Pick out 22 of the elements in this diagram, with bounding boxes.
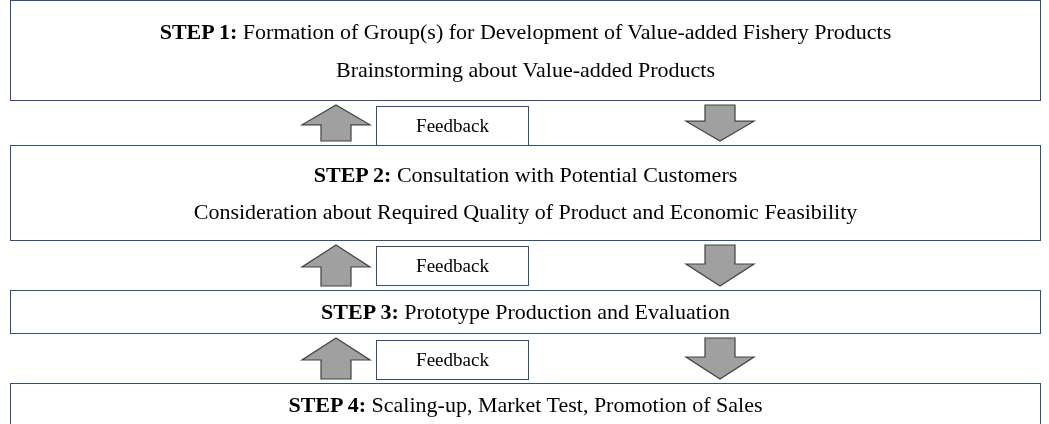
block-arrow: [299, 104, 373, 142]
block-arrow: [299, 244, 373, 287]
step-box: [10, 290, 1041, 334]
feedback-label: Feedback: [416, 114, 489, 138]
step-box: [10, 0, 1041, 101]
step-text: Consideration about Required Quality of Product and Economic Feasibility: [193, 198, 858, 226]
step-text: STEP 3: Prototype Production and Evaluation: [321, 298, 730, 326]
feedback-box: [376, 106, 529, 146]
block-arrow: [299, 337, 373, 380]
feedback-box: [376, 246, 529, 286]
block-arrow: [683, 104, 757, 142]
block-arrow: [683, 337, 757, 380]
step-box: [10, 145, 1041, 241]
feedback-box: [376, 340, 529, 380]
step-text: STEP 2: Consultation with Potential Customers: [313, 160, 738, 188]
step-box: [10, 383, 1041, 424]
step-text: STEP 4: Scaling-up, Market Test, Promotion of Sales: [288, 391, 763, 419]
step-text: Brainstorming about Value-added Products: [336, 55, 715, 83]
step-text: STEP 1: Formation of Group(s) for Development of Value-added Fishery Products: [159, 18, 892, 46]
feedback-label: Feedback: [416, 254, 489, 278]
block-arrow: [683, 244, 757, 287]
feedback-label: Feedback: [416, 348, 489, 372]
